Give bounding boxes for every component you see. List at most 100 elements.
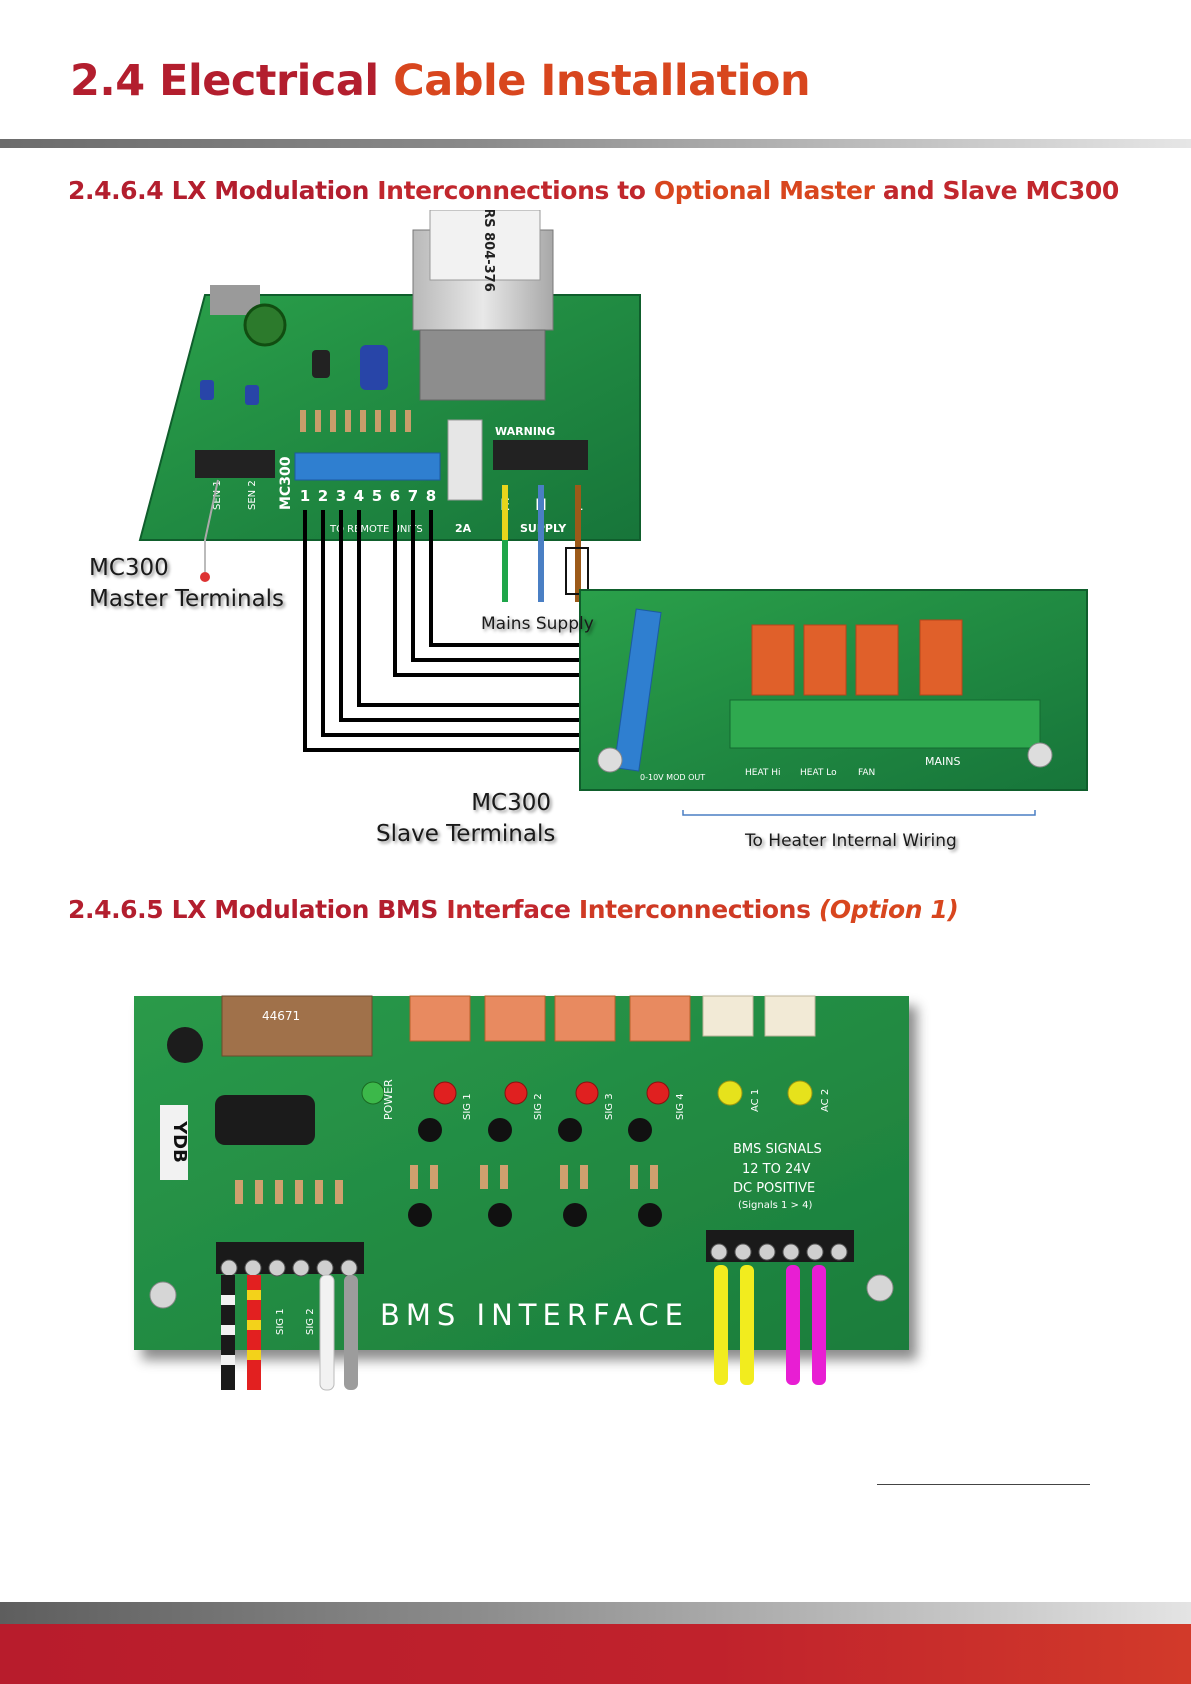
section1-part4: and Slave MC300	[882, 176, 1119, 205]
slave-output-labels: HEAT Hi HEAT Lo FAN	[745, 768, 875, 778]
transistors	[408, 1118, 662, 1227]
bms-small-relays	[702, 995, 816, 1037]
svg-text:HEAT Lo: HEAT Lo	[800, 768, 837, 778]
bms-capacitor	[215, 1095, 315, 1145]
capacitor	[312, 350, 330, 378]
slave-terminals-callout: MC300 Slave Terminals	[376, 788, 556, 850]
section1-part1: 2.4.6.4 LX Modulation	[68, 176, 378, 205]
mounting-hole	[149, 1281, 177, 1309]
page-title: 2.4 Electrical Cable Installation	[70, 56, 811, 106]
svg-text:AC 2: AC 2	[820, 1089, 831, 1112]
heater-wiring-bracket	[682, 810, 1036, 816]
svg-text:DC POSITIVE: DC POSITIVE	[733, 1181, 815, 1196]
bms-resistors	[235, 1165, 658, 1204]
right-terminal-screws	[710, 1243, 848, 1261]
svg-text:SIG 1: SIG 1	[275, 1308, 286, 1335]
bms-transformer	[221, 995, 373, 1057]
svg-text:SIG 3: SIG 3	[604, 1093, 615, 1120]
master-callout-line2: Master Terminals	[89, 586, 285, 612]
svg-text:FAN: FAN	[858, 768, 875, 778]
master-board: RS 804-376 SEN 1 SEN 2 MC300 1 2 3 4 5 6	[138, 210, 641, 582]
bms-wires	[221, 1265, 826, 1391]
slave-callout-line2: Slave Terminals	[376, 821, 556, 847]
remote-units-label: TO REMOTE UNITS	[329, 524, 423, 535]
warning-label: WARNING	[495, 425, 555, 438]
svg-text:7: 7	[408, 487, 418, 505]
svg-text:1: 1	[300, 487, 310, 505]
sen1-label: SEN 1	[212, 480, 223, 510]
sen2-label: SEN 2	[247, 480, 258, 510]
svg-text:SIG 4: SIG 4	[675, 1093, 686, 1120]
bms-relays	[409, 995, 691, 1042]
bms-right-terminal-block	[706, 1230, 854, 1262]
section-heading-2465: 2.4.6.5 LX Modulation BMS Interface Inte…	[68, 895, 959, 924]
page-title-part2: Cable Installation	[393, 56, 811, 106]
board-model-label: MC300	[278, 456, 294, 510]
signal-labels: SIG 1 SIG 2 SIG 3 SIG 4	[462, 1093, 686, 1120]
bms-left-terminal-block	[216, 1242, 364, 1274]
master-callout-line1: MC300	[89, 555, 169, 581]
fuse-rating-label: 2A	[455, 522, 472, 535]
mains-supply-callout: Mains Supply	[481, 614, 594, 634]
heater-wiring-callout: To Heater Internal Wiring	[745, 831, 957, 851]
power-led	[361, 1081, 385, 1105]
section1-part3: Optional Master	[653, 176, 883, 205]
section1-part2: Interconnections to	[377, 176, 654, 205]
mounting-hole	[597, 747, 623, 773]
section2-part2: Interface	[446, 895, 579, 924]
svg-text:SIG 2: SIG 2	[305, 1308, 316, 1335]
ac-leds	[717, 1080, 813, 1106]
slave-callout-line1: MC300	[471, 790, 551, 816]
page-title-part1: 2.4 Electrical	[70, 56, 394, 106]
slave-board: HEAT Hi HEAT Lo FAN MAINS 0-10V MOD OUT	[579, 589, 1088, 791]
master-terminal-numbers: 1 2 3 4 5 6 7 8	[300, 487, 436, 505]
footer-red-band	[0, 1624, 1191, 1684]
section-heading-2464: 2.4.6.4 LX Modulation Interconnections t…	[68, 176, 1119, 205]
slave-mod-out-label: 0-10V MOD OUT	[640, 773, 705, 782]
relays	[751, 619, 963, 696]
svg-text:6: 6	[390, 487, 400, 505]
interconnect-wires	[303, 510, 625, 752]
svg-text:HEAT Hi: HEAT Hi	[745, 768, 781, 778]
svg-text:4: 4	[354, 487, 364, 505]
master-slave-wiring-diagram: RS 804-376 SEN 1 SEN 2 MC300 1 2 3 4 5 6	[138, 210, 1088, 816]
section2-part3: Interconnections	[578, 895, 819, 924]
section2-part1: 2.4.6.5 LX Modulation BMS	[68, 895, 447, 924]
footer-grey-band	[0, 1602, 1191, 1624]
board-tag	[160, 1105, 188, 1180]
svg-text:8: 8	[426, 487, 436, 505]
signal-leds	[433, 1081, 670, 1105]
master-terminals-callout: MC300 Master Terminals	[89, 553, 284, 615]
svg-text:2: 2	[318, 487, 328, 505]
remote-terminal-block	[294, 452, 441, 481]
bms-interface-label: BMS INTERFACE	[380, 1298, 689, 1332]
slave-terminal-block	[613, 608, 662, 772]
svg-text:SIG 2: SIG 2	[533, 1093, 544, 1120]
capacitor	[200, 380, 214, 400]
svg-text:12 TO 24V: 12 TO 24V	[742, 1162, 811, 1177]
part-number: 44671	[262, 1009, 300, 1023]
capacitor	[243, 303, 287, 347]
mounting-hole	[1027, 742, 1053, 768]
svg-text:BMS SIGNALS: BMS SIGNALS	[733, 1142, 822, 1157]
sensor-terminal-block	[195, 450, 275, 478]
svg-text:AC 1: AC 1	[750, 1089, 761, 1112]
bottom-sig-labels: SIG 1 SIG 2	[275, 1308, 316, 1335]
footnote-rule	[877, 1484, 1090, 1485]
transformer-code: RS 804-376	[481, 210, 496, 292]
ac-labels: AC 1 AC 2	[750, 1089, 831, 1112]
temperature-sensor	[200, 572, 210, 582]
section2-part4: (Option 1)	[818, 895, 959, 924]
svg-text:3: 3	[336, 487, 346, 505]
power-label: POWER	[382, 1079, 395, 1120]
transformer: RS 804-376	[412, 210, 554, 401]
capacitor	[245, 385, 259, 405]
board-tag-text: YDB	[169, 1120, 190, 1163]
capacitor	[360, 345, 388, 390]
svg-text:5: 5	[372, 487, 382, 505]
mounting-hole	[866, 1274, 894, 1302]
mains-supply-wires	[502, 485, 589, 602]
resistor-row	[300, 410, 411, 432]
slave-mains-label: MAINS	[925, 755, 960, 768]
supply-terminal-block	[493, 440, 588, 470]
